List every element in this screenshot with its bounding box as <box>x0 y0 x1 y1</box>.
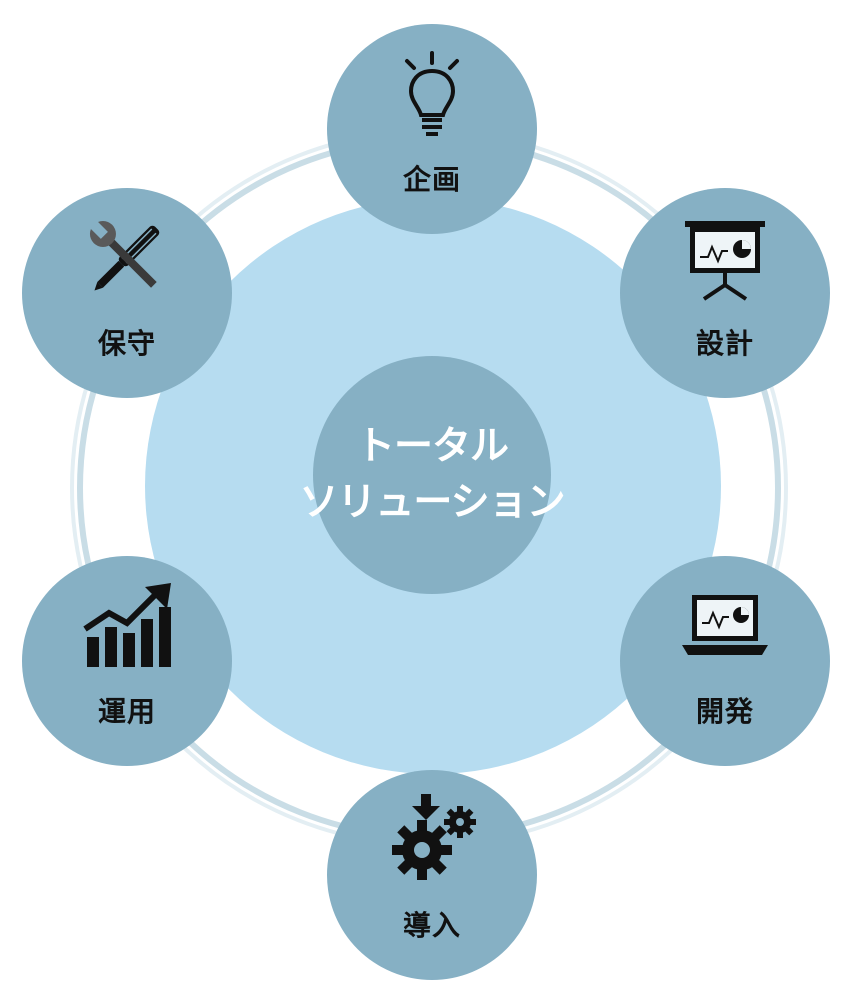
center-title-line1: トータル <box>355 424 509 469</box>
growth-chart-icon <box>77 576 177 676</box>
node-label: 設計 <box>695 327 754 360</box>
node-design: 設計 <box>620 188 830 398</box>
wrench-screwdriver-icon <box>77 208 177 308</box>
presentation-board-icon <box>675 208 775 308</box>
center-title-line2: ソリューション <box>299 480 565 525</box>
node-label: 導入 <box>402 909 461 942</box>
laptop-chart-icon <box>675 576 775 676</box>
node-ops: 運用 <box>22 556 232 766</box>
node-intro: 導入 <box>327 770 537 980</box>
node-label: 運用 <box>97 695 156 728</box>
gears-download-icon <box>382 790 482 890</box>
node-label: 開発 <box>695 695 754 728</box>
node-dev: 開発 <box>620 556 830 766</box>
node-label: 企画 <box>402 163 461 196</box>
node-label: 保守 <box>97 327 156 360</box>
node-plan: 企画 <box>327 24 537 234</box>
center-circle: トータル ソリューション <box>299 356 566 594</box>
node-maint: 保守 <box>22 188 232 398</box>
lightbulb-icon <box>382 44 482 144</box>
